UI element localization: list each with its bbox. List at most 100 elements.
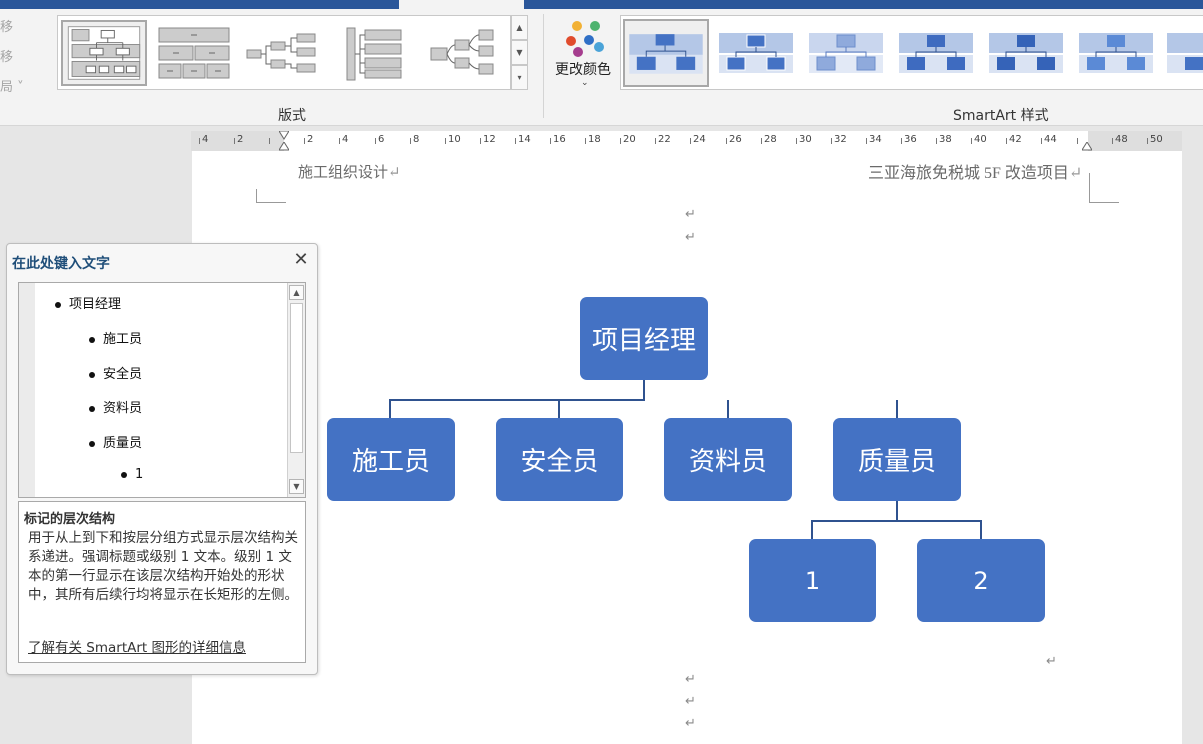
list-item[interactable]: 项目经理 (55, 293, 121, 312)
paragraph-mark: ↵ (685, 672, 696, 687)
header-left-text[interactable]: 施工组织设计↵ (298, 165, 401, 181)
layout-labeled-hierarchy-thumb[interactable] (61, 20, 147, 86)
ruler-tick-label: 14 (518, 134, 531, 145)
layout-command[interactable]: 局 ˅ (0, 80, 24, 95)
change-color-label: 更改颜色 (555, 62, 611, 78)
org-box-child-3[interactable]: 资料员 (664, 418, 792, 501)
org-box-child-2[interactable]: 安全员 (496, 418, 623, 501)
ruler-tick-label: 42 (1009, 134, 1022, 145)
list-item[interactable]: 1 (121, 467, 143, 482)
list-item[interactable]: 资料员 (89, 397, 142, 416)
ruler-tick-label: 16 (553, 134, 566, 145)
ruler-text-area (284, 131, 1088, 151)
text-list-scrollbar[interactable]: ▲ ▼ (287, 283, 305, 497)
ruler-tick-mark (515, 138, 516, 144)
document-page[interactable]: 施工组织设计↵ 三亚海旅免税城 5F 改造项目↵ ↵ ↵ ↵ ↵ ↵ ↵ 项目经… (192, 151, 1182, 744)
style-simple-fill-thumb[interactable] (623, 19, 709, 87)
ruler-tick-label: 32 (834, 134, 847, 145)
ruler-tick-mark (655, 138, 656, 144)
layout-gallery (57, 15, 511, 90)
org-box-grandchild-1[interactable]: 1 (749, 539, 876, 622)
scroll-up-button[interactable]: ▲ (289, 285, 304, 300)
style-intense-effect-thumb[interactable] (983, 19, 1069, 87)
org-box-grandchild-2[interactable]: 2 (917, 539, 1045, 622)
ruler-tick-label: 36 (904, 134, 917, 145)
bullet-icon (89, 440, 95, 447)
ruler-tick-mark (1077, 138, 1078, 144)
org-box-child-4[interactable]: 质量员 (833, 418, 961, 501)
layout-group-label: 版式 (278, 108, 306, 124)
hanging-indent-marker[interactable] (279, 142, 289, 151)
header-right-text[interactable]: 三亚海旅免税城 5F 改造项目↵ (868, 165, 1083, 182)
close-icon[interactable]: ✕ (293, 249, 309, 270)
ruler-tick-label: 20 (623, 134, 636, 145)
ruler-tick-label: 22 (658, 134, 671, 145)
list-item[interactable]: 质量员 (89, 432, 142, 451)
layout-description-panel: 标记的层次结构 用于从上到下和按层分组方式显示层次结构关系递进。强调标题或级别 … (18, 501, 306, 663)
ruler-tick-label: 4 (342, 134, 349, 145)
ruler-tick-mark (1041, 138, 1042, 144)
gallery-scroll-up-button[interactable]: ▲ (511, 15, 528, 40)
right-indent-marker[interactable] (1082, 142, 1092, 151)
ruler-tick-label: 18 (588, 134, 601, 145)
ruler-tick-label: 44 (1044, 134, 1057, 145)
list-item[interactable]: 施工员 (89, 328, 142, 347)
smartart-text-pane[interactable]: 在此处键入文字 ✕ 项目经理 施工员 安全员 资料员 质量员 1 ▲ ▼ 标记的… (6, 243, 318, 675)
scroll-down-button[interactable]: ▼ (289, 479, 304, 494)
ruler-tick-mark (620, 138, 621, 144)
style-next-thumb[interactable] (1163, 19, 1203, 87)
gallery-expand-button[interactable]: ▾ (511, 65, 528, 90)
ruler-tick-label: 40 (974, 134, 987, 145)
ruler-tick-mark (480, 138, 481, 144)
ruler-tick-label: 50 (1150, 134, 1163, 145)
ruler-tick-mark (585, 138, 586, 144)
color-palette-icon (566, 21, 604, 57)
ruler-tick-label: 48 (1115, 134, 1128, 145)
style-moderate-effect-thumb[interactable] (893, 19, 979, 87)
learn-more-link[interactable]: 了解有关 SmartArt 图形的详细信息 (28, 640, 246, 656)
ribbon-separator (543, 14, 544, 118)
move-down-command[interactable]: 移 (0, 50, 14, 65)
ruler-tick-label: 2 (307, 134, 314, 145)
ruler-tick-mark (1147, 138, 1148, 144)
layout-table-hierarchy-thumb[interactable] (151, 20, 237, 86)
org-box-child-1[interactable]: 施工员 (327, 418, 455, 501)
title-bar-right (524, 0, 1203, 9)
paragraph-mark: ↵ (685, 207, 696, 222)
ruler-tick-label: 26 (729, 134, 742, 145)
crop-mark (1089, 202, 1119, 203)
style-polished-thumb[interactable] (1073, 19, 1159, 87)
layout-horizontal-hierarchy-thumb[interactable] (241, 20, 327, 86)
ruler-tick-label: 8 (413, 134, 420, 145)
ruler-tick-label: 4 (202, 134, 209, 145)
style-white-outline-thumb[interactable] (713, 19, 799, 87)
bullet-icon (89, 405, 95, 412)
change-color-button[interactable]: 更改颜色 ⌄ (551, 14, 619, 106)
list-item[interactable]: 安全员 (89, 363, 142, 382)
ruler-tick-mark (445, 138, 446, 144)
ruler-tick-mark (410, 138, 411, 144)
smartart-style-group-label: SmartArt 样式 (953, 108, 1049, 124)
style-subtle-effect-thumb[interactable] (803, 19, 889, 87)
active-tab[interactable] (399, 0, 524, 9)
first-line-indent-marker[interactable] (279, 131, 289, 140)
move-up-command[interactable]: 移 (0, 20, 14, 35)
bullet-icon (89, 371, 95, 378)
ruler-tick-label: 28 (764, 134, 777, 145)
scrollbar-thumb[interactable] (290, 303, 303, 453)
org-box-root[interactable]: 项目经理 (580, 297, 708, 380)
ruler-tick-mark (199, 138, 200, 144)
paragraph-mark: ↵ (685, 230, 696, 245)
crop-mark (1089, 173, 1090, 203)
ruler-tick-label: 38 (939, 134, 952, 145)
ruler-tick-label: 10 (448, 134, 461, 145)
ruler-tick-mark (866, 138, 867, 144)
text-pane-bullet-list[interactable]: 项目经理 施工员 安全员 资料员 质量员 1 ▲ ▼ (18, 282, 306, 498)
layout-vertical-bracket-thumb[interactable] (331, 20, 417, 86)
ruler-tick-mark (690, 138, 691, 144)
chevron-down-icon: ⌄ (581, 78, 589, 88)
layout-branch-hierarchy-thumb[interactable] (421, 20, 507, 86)
ruler-tick-mark (234, 138, 235, 144)
gallery-scroll-down-button[interactable]: ▼ (511, 40, 528, 65)
